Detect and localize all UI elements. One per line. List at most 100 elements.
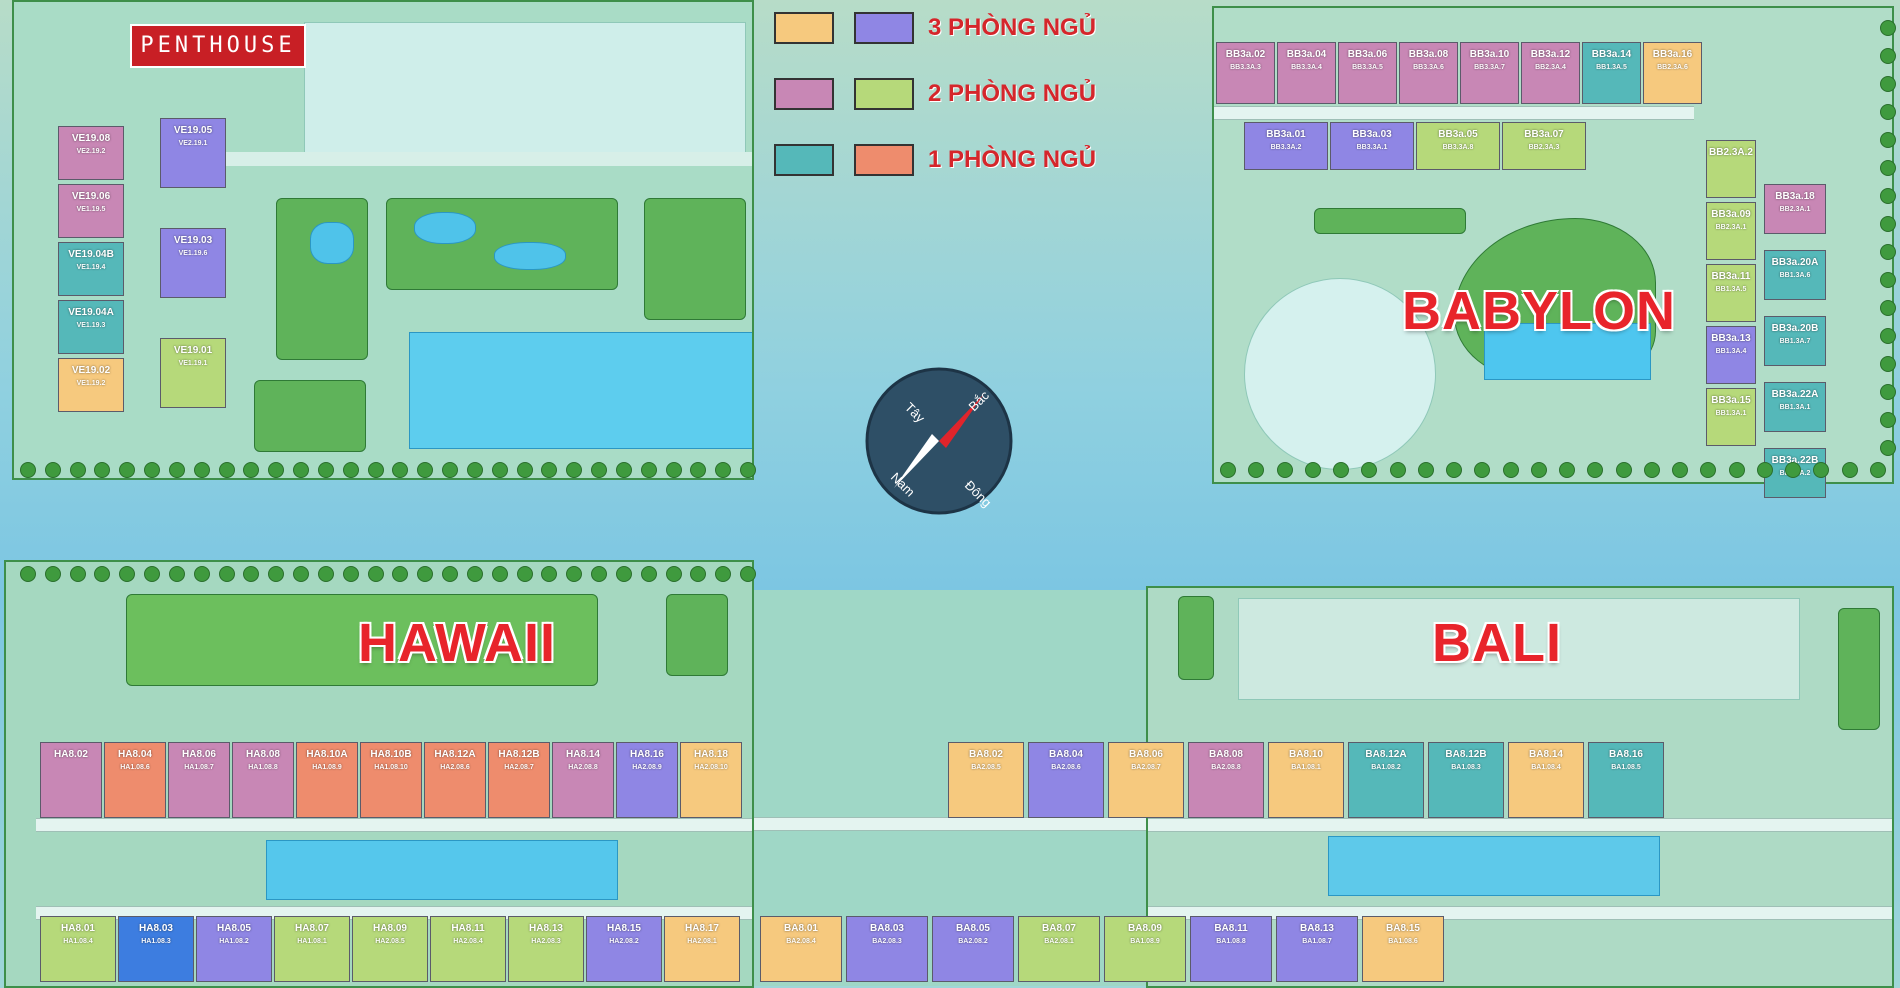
penthouse-block	[12, 0, 754, 480]
unit-code: VE19.06	[71, 191, 111, 202]
unit-code: HA8.11	[451, 923, 485, 934]
tree-icon	[1880, 356, 1896, 372]
tree-icon	[1880, 412, 1896, 428]
unit-code: BB3a.08	[1408, 49, 1449, 60]
unit-bb2-3a-2[interactable]: BB2.3A.2	[1706, 140, 1756, 198]
tree-icon	[1446, 462, 1463, 478]
garden-lawn-2	[386, 198, 618, 290]
unit-sub-code: BB1.3A.6	[1779, 272, 1811, 279]
unit-ha8-02[interactable]: HA8.02	[40, 742, 102, 818]
tree-icon	[20, 566, 36, 582]
tree-icon	[417, 566, 434, 582]
tree-icon	[491, 566, 508, 582]
unit-code: BB3a.12	[1530, 49, 1571, 60]
unit-sub-code: VE1.19.3	[76, 322, 106, 329]
unit-code: BB3a.22A	[1771, 389, 1819, 400]
unit-code: BA8.14	[1529, 749, 1563, 760]
babylon-label: BABYLON	[1402, 281, 1676, 341]
unit-code: BA8.16	[1609, 749, 1643, 760]
tree-icon	[1880, 76, 1896, 92]
unit-code: BB3a.20B	[1771, 323, 1819, 334]
unit-code: BB2.3A.2	[1709, 147, 1753, 158]
unit-code: VE19.02	[71, 365, 111, 376]
babylon-plaza-circle	[1244, 278, 1436, 470]
tree-icon	[690, 566, 707, 582]
unit-code: HA8.09	[373, 923, 407, 934]
tree-icon	[1530, 462, 1547, 478]
unit-sub-code: HA1.08.10	[374, 764, 408, 771]
unit-code: BA8.07	[1042, 923, 1076, 934]
legend-label: 2 PHÒNG NGỦ	[928, 80, 1097, 107]
unit-code: BA8.13	[1300, 923, 1334, 934]
penthouse-roof-deck	[304, 22, 746, 154]
unit-code: HA8.05	[217, 923, 251, 934]
unit-sub-code: HA2.08.1	[687, 938, 717, 945]
penthouse-walkway	[194, 152, 752, 166]
